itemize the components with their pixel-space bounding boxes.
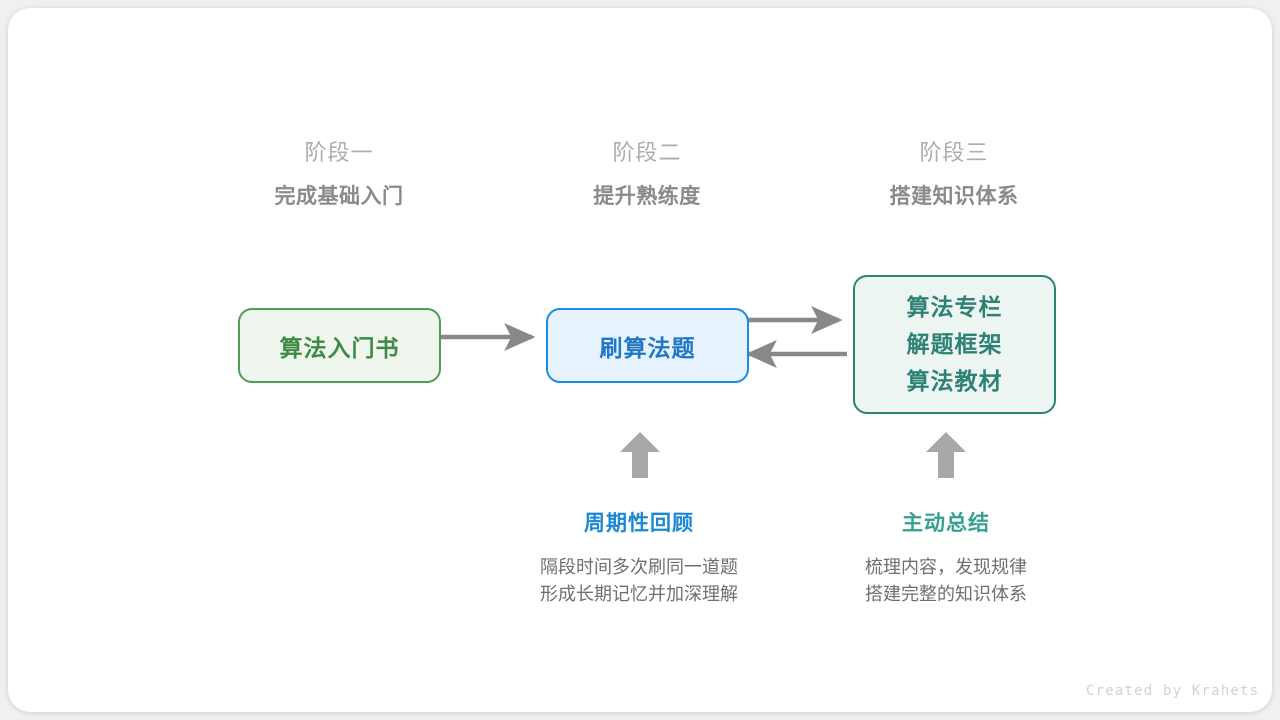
annotation-periodic-review: 周期性回顾 隔段时间多次刷同一道题 形成长期记忆并加深理解 [479,510,799,608]
stage-1-subtitle: 完成基础入门 [274,185,404,208]
stage-2-subtitle: 提升熟练度 [593,185,701,208]
annotation-1-title: 周期性回顾 [584,512,694,535]
annotation-1-body-line-1: 隔段时间多次刷同一道题 [540,557,738,577]
stage-1-title: 阶段一 [304,140,374,165]
node-learning-resources[interactable]: 算法专栏 解题框架 算法教材 [853,275,1056,414]
up-arrow-summary-icon [926,432,966,478]
annotation-2-body-line-1: 梳理内容，发现规律 [865,557,1027,577]
node-book-label: 算法入门书 [279,334,400,361]
diagram-card: 阶段一 完成基础入门 阶段二 提升熟练度 阶段三 搭建知识体系 算法入门书 刷算… [8,8,1272,712]
stage-header-2: 阶段二 提升熟练度 [497,138,797,212]
stage-3-subtitle: 搭建知识体系 [889,185,1019,208]
annotation-2-title: 主动总结 [902,512,990,535]
annotation-active-summary: 主动总结 梳理内容，发现规律 搭建完整的知识体系 [786,510,1106,608]
stage-header-3: 阶段三 搭建知识体系 [804,138,1104,212]
stage-3-title: 阶段三 [919,140,989,165]
up-arrow-review-icon [620,432,660,478]
stage-2-title: 阶段二 [612,140,682,165]
credit-text: Created by Krahets [1086,683,1260,699]
node-resources-line-2: 解题框架 [906,331,1003,357]
node-algorithm-intro-book[interactable]: 算法入门书 [238,308,441,383]
node-resources-line-1: 算法专栏 [906,294,1003,320]
annotation-2-body-line-2: 搭建完整的知识体系 [865,584,1027,604]
node-practice-problems[interactable]: 刷算法题 [546,308,749,383]
stage-header-1: 阶段一 完成基础入门 [189,138,489,212]
node-practice-label: 刷算法题 [599,334,696,361]
node-resources-line-3: 算法教材 [906,368,1003,394]
connector-layer [433,306,966,478]
annotation-1-body-line-2: 形成长期记忆并加深理解 [540,584,738,604]
